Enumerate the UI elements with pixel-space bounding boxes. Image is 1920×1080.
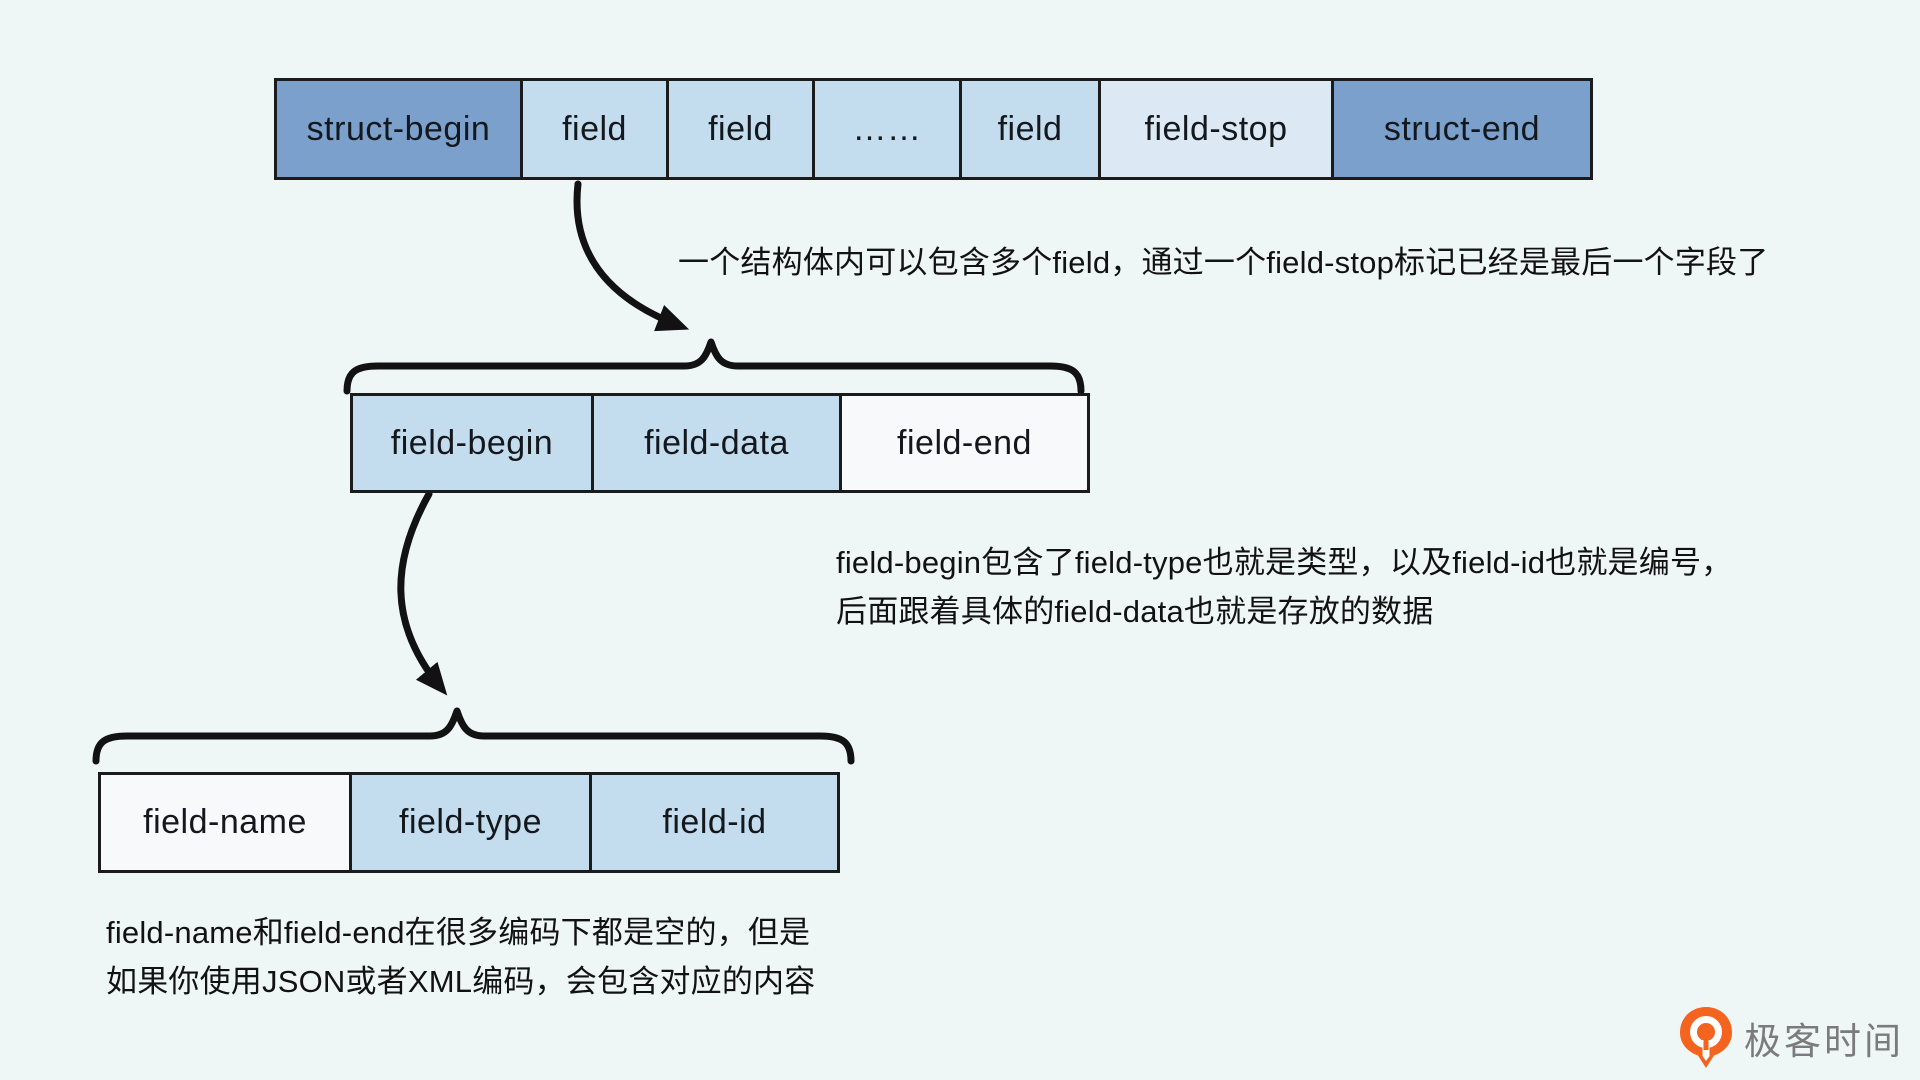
note-struct-fields: 一个结构体内可以包含多个field，通过一个field-stop标记已经是最后一…: [678, 245, 1769, 280]
cell-field-stop: field-stop: [1101, 78, 1334, 180]
cell-field-type: field-type: [352, 772, 592, 873]
cell-field-end: field-end: [842, 393, 1090, 493]
cell-field-name: field-name: [98, 772, 352, 873]
cell-field-id: field-id: [592, 772, 840, 873]
struct-encoding-row: struct-begin field field …… field field-…: [274, 78, 1593, 180]
note-name-line2: 如果你使用JSON或者XML编码，会包含对应的内容: [106, 964, 816, 999]
note-field-line2: 后面跟着具体的field-data也就是存放的数据: [836, 594, 1434, 629]
cell-field-data: field-data: [594, 393, 842, 493]
brace-fieldbegin-expansion: [92, 707, 855, 765]
field-encoding-row: field-begin field-data field-end: [350, 393, 1090, 493]
cell-field-ellipsis: ……: [815, 78, 962, 180]
arrow-fieldbegin-to-expansion: [397, 490, 448, 696]
geektime-logo-text: 极客时间: [1744, 1021, 1904, 1062]
geektime-logo: 极客时间: [1678, 1006, 1904, 1070]
cell-field-2: field: [669, 78, 815, 180]
cell-field-n: field: [962, 78, 1101, 180]
cell-field-begin: field-begin: [350, 393, 594, 493]
geektime-pin-icon: [1680, 1007, 1732, 1068]
note-field-line1: field-begin包含了field-type也就是类型，以及field-id…: [836, 545, 1733, 580]
field-begin-encoding-row: field-name field-type field-id: [98, 772, 840, 873]
cell-struct-end: struct-end: [1334, 78, 1593, 180]
note-field-name-empty: field-name和field-end在很多编码下都是空的，但是 如果你使用J…: [106, 908, 815, 1006]
note-name-line1: field-name和field-end在很多编码下都是空的，但是: [106, 915, 811, 950]
brace-field-expansion: [343, 338, 1085, 395]
note-field-begin-contents: field-begin包含了field-type也就是类型，以及field-id…: [836, 538, 1732, 636]
arrow-field-to-expansion: [573, 180, 690, 332]
cell-field-1: field: [523, 78, 669, 180]
cell-struct-begin: struct-begin: [274, 78, 523, 180]
